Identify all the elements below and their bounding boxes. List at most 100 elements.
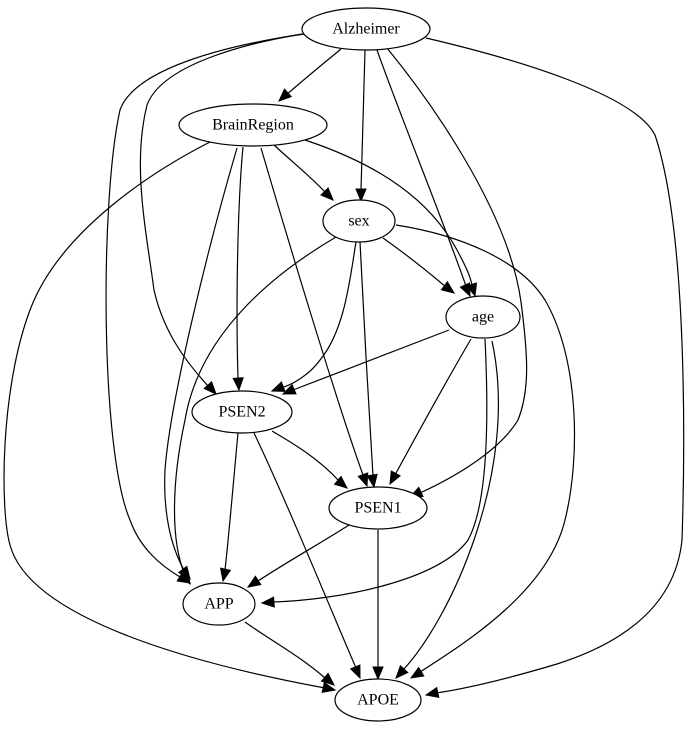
arrowhead-psen1-to-app	[246, 575, 262, 588]
edge-psen1-to-apoe	[372, 529, 384, 681]
node-psen1: PSEN1	[328, 486, 428, 530]
node-label-psen1: PSEN1	[354, 500, 401, 517]
arrowhead-brainregion-to-age	[466, 282, 478, 298]
edge-line-brainregion-to-apoe	[3, 141, 326, 689]
arrowhead-psen2-to-app	[219, 567, 232, 583]
arrowhead-sex-to-age	[440, 280, 456, 294]
edge-brainregion-to-apoe	[3, 141, 337, 694]
edge-age-to-apoe	[395, 340, 499, 679]
node-label-age: age	[472, 309, 494, 326]
edge-app-to-apoe	[244, 621, 335, 686]
edge-line-age-to-psen2	[292, 329, 450, 391]
arrowhead-sex-to-psen1	[366, 473, 378, 489]
node-app: APP	[182, 582, 256, 626]
node-brainregion: BrainRegion	[178, 103, 328, 147]
arrowhead-sex-to-app	[178, 570, 191, 586]
edge-sex-to-psen1	[359, 241, 378, 489]
arrowhead-brainregion-to-psen1	[357, 472, 369, 488]
edge-line-age-to-app	[271, 338, 488, 603]
edge-alzheimer-to-sex	[355, 49, 367, 203]
edge-line-alzheimer-to-brainregion	[284, 48, 342, 97]
edge-line-sex-to-psen2	[280, 241, 357, 389]
node-ellipse-alzheimer	[301, 7, 431, 51]
arrowhead-age-to-app	[260, 596, 275, 608]
edge-line-brainregion-to-sex	[273, 144, 326, 193]
edge-line-sex-to-app	[173, 236, 337, 576]
node-apoe: APOE	[334, 678, 422, 722]
edge-line-psen2-to-app	[224, 432, 239, 571]
edge-line-alzheimer-to-sex	[360, 49, 366, 191]
edge-line-alzheimer-to-psen1	[386, 47, 528, 494]
edge-line-psen1-to-app	[257, 524, 350, 582]
arrowhead-brainregion-to-apoe	[321, 681, 337, 694]
edge-alzheimer-to-brainregion	[278, 48, 342, 102]
edge-line-brainregion-to-app	[164, 147, 238, 571]
node-psen2: PSEN2	[191, 390, 293, 434]
edge-age-to-psen1	[389, 338, 472, 486]
edge-alzheimer-to-psen2	[139, 33, 303, 395]
edge-line-alzheimer-to-psen2	[139, 33, 303, 388]
edge-line-brainregion-to-age	[304, 139, 473, 286]
node-alzheimer: Alzheimer	[301, 7, 431, 51]
edge-line-alzheimer-to-app	[105, 33, 305, 578]
arrowhead-app-to-apoe	[320, 672, 335, 686]
edge-sex-to-psen2	[270, 241, 357, 392]
edge-psen2-to-app	[219, 432, 239, 583]
node-label-alzheimer: Alzheimer	[332, 21, 400, 38]
arrowhead-brainregion-to-psen2	[232, 377, 244, 392]
edge-sex-to-app	[173, 236, 337, 586]
edge-line-alzheimer-to-apoe	[425, 37, 685, 694]
edge-line-psen2-to-apoe	[253, 432, 357, 669]
node-label-app: APP	[204, 596, 233, 613]
arrowhead-psen2-to-apoe	[349, 664, 361, 680]
arrowhead-alzheimer-to-brainregion	[278, 88, 293, 102]
node-ellipse-psen1	[328, 486, 428, 530]
arrowhead-sex-to-apoe	[409, 666, 425, 679]
node-age: age	[445, 295, 521, 339]
node-ellipse-brainregion	[178, 103, 328, 147]
edge-line-alzheimer-to-age	[376, 49, 467, 287]
node-label-sex: sex	[348, 213, 369, 230]
edge-line-sex-to-age	[382, 237, 447, 288]
node-label-brainregion: BrainRegion	[212, 117, 294, 134]
arrowhead-sex-to-psen2	[270, 381, 286, 392]
node-ellipse-sex	[322, 199, 396, 243]
arrowhead-alzheimer-to-psen2	[203, 380, 217, 395]
edge-line-sex-to-psen1	[359, 241, 374, 477]
node-ellipse-apoe	[334, 678, 422, 722]
node-sex: sex	[322, 199, 396, 243]
edge-alzheimer-to-psen1	[386, 47, 528, 498]
edge-psen2-to-apoe	[253, 432, 361, 680]
edge-line-brainregion-to-psen1	[260, 147, 364, 476]
node-ellipse-age	[445, 295, 521, 339]
edge-line-age-to-apoe	[402, 340, 499, 671]
edge-line-app-to-apoe	[244, 621, 326, 679]
edge-alzheimer-to-age	[376, 49, 471, 298]
arrowhead-alzheimer-to-sex	[355, 188, 367, 203]
edge-brainregion-to-sex	[273, 144, 334, 201]
edges-layer	[3, 33, 685, 699]
edge-age-to-app	[260, 338, 488, 608]
arrowhead-psen2-to-psen1	[333, 475, 348, 489]
arrowhead-age-to-psen2	[281, 383, 297, 395]
edge-line-sex-to-apoe	[395, 224, 576, 673]
arrowhead-age-to-psen1	[389, 470, 401, 486]
arrowhead-age-to-apoe	[395, 664, 409, 679]
edge-brainregion-to-psen2	[232, 146, 244, 392]
edge-brainregion-to-psen1	[260, 147, 369, 488]
edge-psen1-to-app	[246, 524, 350, 588]
edge-line-age-to-psen1	[394, 338, 472, 476]
edge-line-brainregion-to-psen2	[236, 146, 244, 379]
edge-alzheimer-to-apoe	[424, 37, 685, 699]
node-label-psen2: PSEN2	[218, 404, 265, 421]
edge-sex-to-age	[382, 237, 456, 294]
edge-brainregion-to-age	[304, 139, 478, 298]
edge-brainregion-to-app	[164, 147, 238, 581]
edge-psen2-to-psen1	[271, 430, 348, 489]
node-ellipse-psen2	[191, 390, 293, 434]
edge-sex-to-apoe	[395, 224, 576, 679]
arrowhead-alzheimer-to-apoe	[424, 686, 440, 699]
edge-age-to-psen2	[281, 329, 450, 395]
node-ellipse-app	[182, 582, 256, 626]
